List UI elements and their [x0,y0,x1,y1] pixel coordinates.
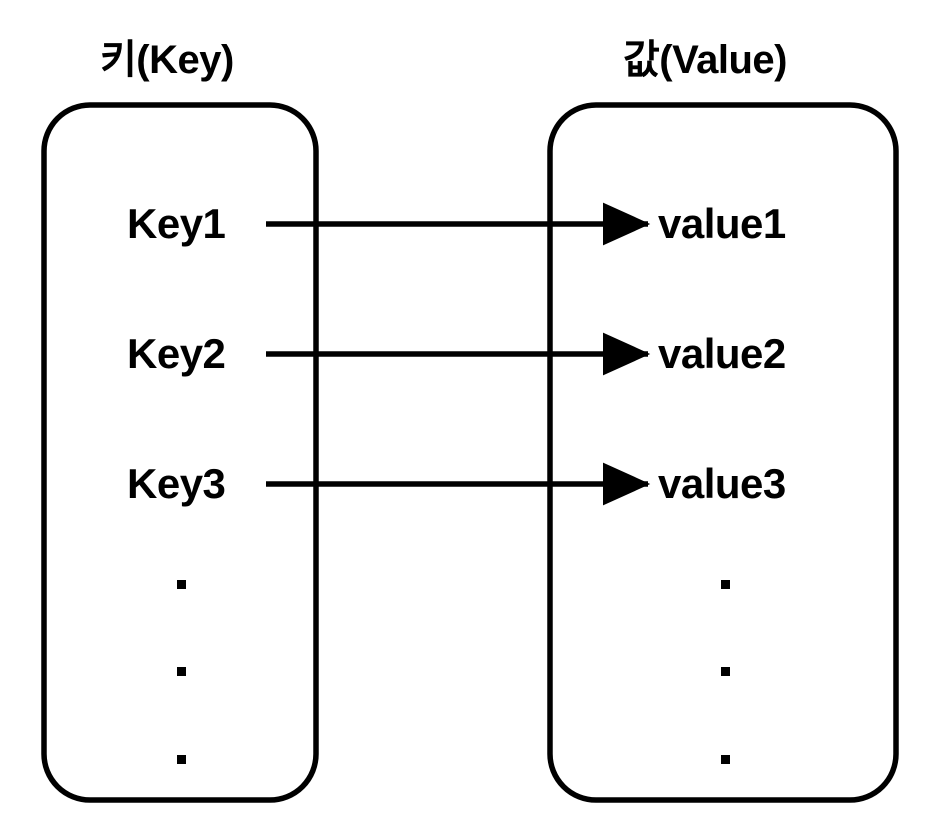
value-ellipsis-dot-2 [721,667,730,676]
value-entry-3: value3 [658,460,786,507]
value-entry-1: value1 [658,200,786,247]
key-ellipsis-dot-1 [177,580,186,589]
value-column-title: 값(Value) [623,38,787,82]
key-ellipsis-dot-2 [177,667,186,676]
key-column-box [41,102,319,803]
key-entry-3: Key3 [127,460,226,507]
value-ellipsis-dot-3 [721,755,730,764]
key-column-title: 키(Key) [100,38,234,82]
key-entry-1: Key1 [127,200,226,247]
value-column-box [547,102,899,803]
key-entry-2: Key2 [127,330,226,377]
value-ellipsis-dot-1 [721,580,730,589]
key-ellipsis-dot-3 [177,755,186,764]
value-entry-2: value2 [658,330,786,377]
